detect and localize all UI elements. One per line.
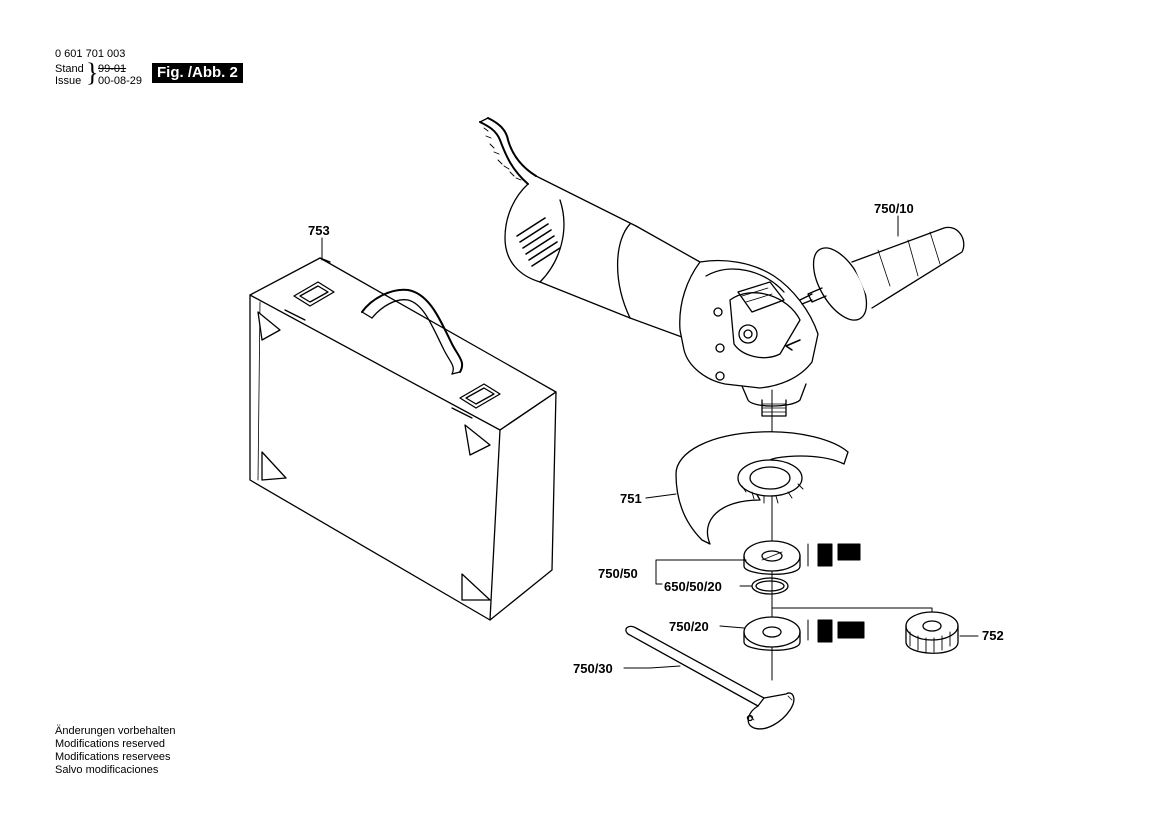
callout-o-ring: 650/50/20	[664, 579, 722, 594]
issue-value: 00-08-29	[98, 75, 143, 87]
note-de: Änderungen vorbehalten	[55, 725, 176, 737]
stand-value: 99-01	[98, 63, 127, 75]
wheel-guard	[675, 431, 849, 545]
note-es: Salvo modificaciones	[55, 764, 159, 776]
modification-notes: Änderungen vorbehalten Modifications res…	[55, 725, 175, 777]
callout-clamp-nut: 750/20	[669, 619, 709, 634]
note-en: Modifications reserved	[55, 738, 166, 750]
note-fr: Modifications reservees	[55, 751, 171, 763]
callout-guard: 751	[620, 491, 642, 506]
leader-lines	[321, 215, 979, 669]
two-pin-spanner	[625, 625, 795, 730]
carrying-case	[249, 257, 557, 621]
callout-side-handle: 750/10	[874, 201, 914, 216]
callout-case: 753	[308, 223, 330, 238]
angle-grinder	[479, 117, 819, 417]
callout-quick-nut: 752	[982, 628, 1004, 643]
stand-label: Stand	[55, 63, 84, 75]
side-handle	[807, 226, 965, 321]
callout-flange-group: 750/50	[598, 566, 638, 581]
quick-clamp-nut	[905, 611, 959, 654]
figure-badge: Fig. /Abb. 2	[152, 63, 243, 83]
clamp-nut	[743, 616, 801, 651]
callout-spanner: 750/30	[573, 661, 613, 676]
mounting-flange	[743, 540, 801, 575]
issue-label: Issue	[55, 75, 82, 87]
document-number: 0 601 701 003	[55, 48, 126, 60]
o-ring-inner	[755, 580, 785, 592]
orientation-marks	[807, 543, 865, 643]
brace-icon: }	[86, 58, 99, 87]
